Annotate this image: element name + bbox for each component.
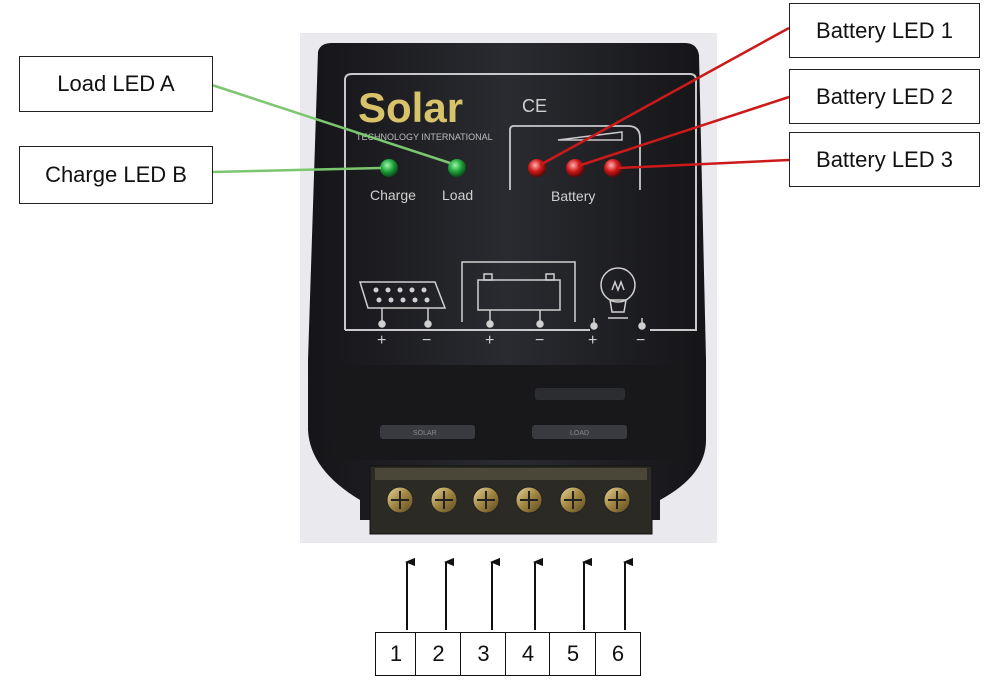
terminal-screw-4 [515,486,543,514]
load-slot [532,425,627,439]
solar-slot [380,425,475,439]
battery-led-2 [566,159,584,177]
battery-level-wedge [557,131,623,141]
charge-led-b-leader [211,166,382,174]
terminal-screw-3 [472,486,500,514]
terminal-number-5: 5 [549,632,597,676]
solar-minus: − [422,332,431,349]
charge-led [380,159,398,177]
load-led-a-leader [211,83,451,165]
battery-led-3 [604,159,622,177]
ce-mark: CE [522,96,547,116]
terminal-number-3: 3 [460,632,507,676]
callout-battery-led-1: Battery LED 1 [789,3,980,58]
terminal-number-2: 2 [415,632,462,676]
terminal-screw-2 [430,486,458,514]
terminal-number-6: 6 [595,632,641,676]
terminal-screw-1 [386,486,414,514]
callout-battery-led-3: Battery LED 3 [789,132,980,187]
terminal-screw-6 [603,486,631,514]
lamp-icon [590,267,646,330]
load-led [448,159,466,177]
terminal-number-4: 4 [505,632,551,676]
load-label: Load [442,187,473,203]
brand-logo: Solar [358,84,463,131]
terminal-screws [386,486,631,514]
solar-panel-icon [358,281,447,328]
terminal-block-top [375,468,647,480]
battery-minus: − [535,332,544,349]
solar-plus: + [377,332,386,349]
battery-led-2-leader [577,95,790,168]
polarity-marks: + − + − + − [377,332,645,349]
solar-slot-label: SOLAR [413,430,437,437]
terminal-screw-5 [559,486,587,514]
charge-label: Charge [370,187,416,203]
battery-icon [461,261,576,328]
battery-led-1 [528,159,546,177]
callout-charge-led-b: Charge LED B [19,146,213,204]
terminal-number-1: 1 [375,632,417,676]
load-plus: + [588,332,597,349]
battery-label: Battery [551,188,595,204]
brand-subtitle: TECHNOLOGY INTERNATIONAL [356,132,493,142]
terminal-recess [330,365,688,460]
load-minus: − [636,332,645,349]
battery-outline [509,125,641,190]
callout-battery-led-2: Battery LED 2 [789,69,980,124]
callout-load-led-a: Load LED A [19,56,213,112]
battery-led-3-leader [617,158,790,170]
load-slot-label: LOAD [570,430,589,437]
battery-plus: + [485,332,494,349]
battery-led-1-leader [539,26,790,167]
solar-panel-cells [373,287,430,303]
upper-slot [535,388,625,400]
